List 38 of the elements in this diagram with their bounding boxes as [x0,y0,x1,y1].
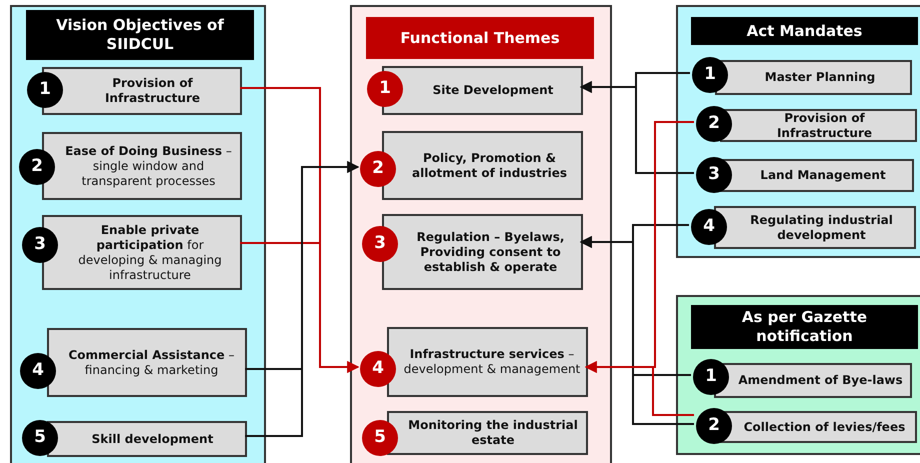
panel [676,295,920,455]
number-badge: 4 [691,209,727,245]
panel [350,5,612,463]
panel-header: Functional Themes [366,17,594,59]
panel-header: Vision Objectives of SIIDCUL [26,10,254,60]
item-box: Regulating industrial development [714,206,916,249]
item-box: Commercial Assistance – financing & marketing [47,328,247,397]
number-badge: 1 [27,72,63,108]
number-badge: 3 [22,227,58,263]
number-badge: 2 [696,408,732,444]
number-badge: 3 [362,226,398,262]
item-box: Infrastructure services – development & management [387,327,588,397]
item-box: Policy, Promotion & allotment of industries [382,131,583,200]
panel [676,5,920,258]
connector-arrow [580,236,694,425]
item-box: Collection of levies/fees [720,411,917,443]
item-box: Skill development [47,421,247,457]
panel [10,5,266,463]
item-box: Monitoring the industrial estate [387,411,588,455]
number-badge: 4 [20,353,56,389]
number-badge: 5 [22,420,58,456]
item-box: Master Planning [715,60,912,95]
panel-header: Act Mandates [691,17,918,45]
connector-arrow [584,361,694,416]
number-badge: 2 [19,149,55,185]
number-badge: 1 [692,57,728,93]
panel-header: As per Gazette notification [691,305,918,349]
connector-arrow [240,242,360,373]
number-badge: 2 [360,151,396,187]
number-badge: 4 [360,351,396,387]
number-badge: 2 [696,106,732,142]
connector-arrow [580,81,694,174]
item-box: Provision of Infrastructure [720,109,917,142]
number-badge: 1 [693,359,729,395]
number-badge: 1 [367,71,403,107]
item-box: Ease of Doing Business – single window and transparent processes [42,132,242,200]
number-badge: 5 [362,420,398,456]
connector-arrow [245,161,360,437]
